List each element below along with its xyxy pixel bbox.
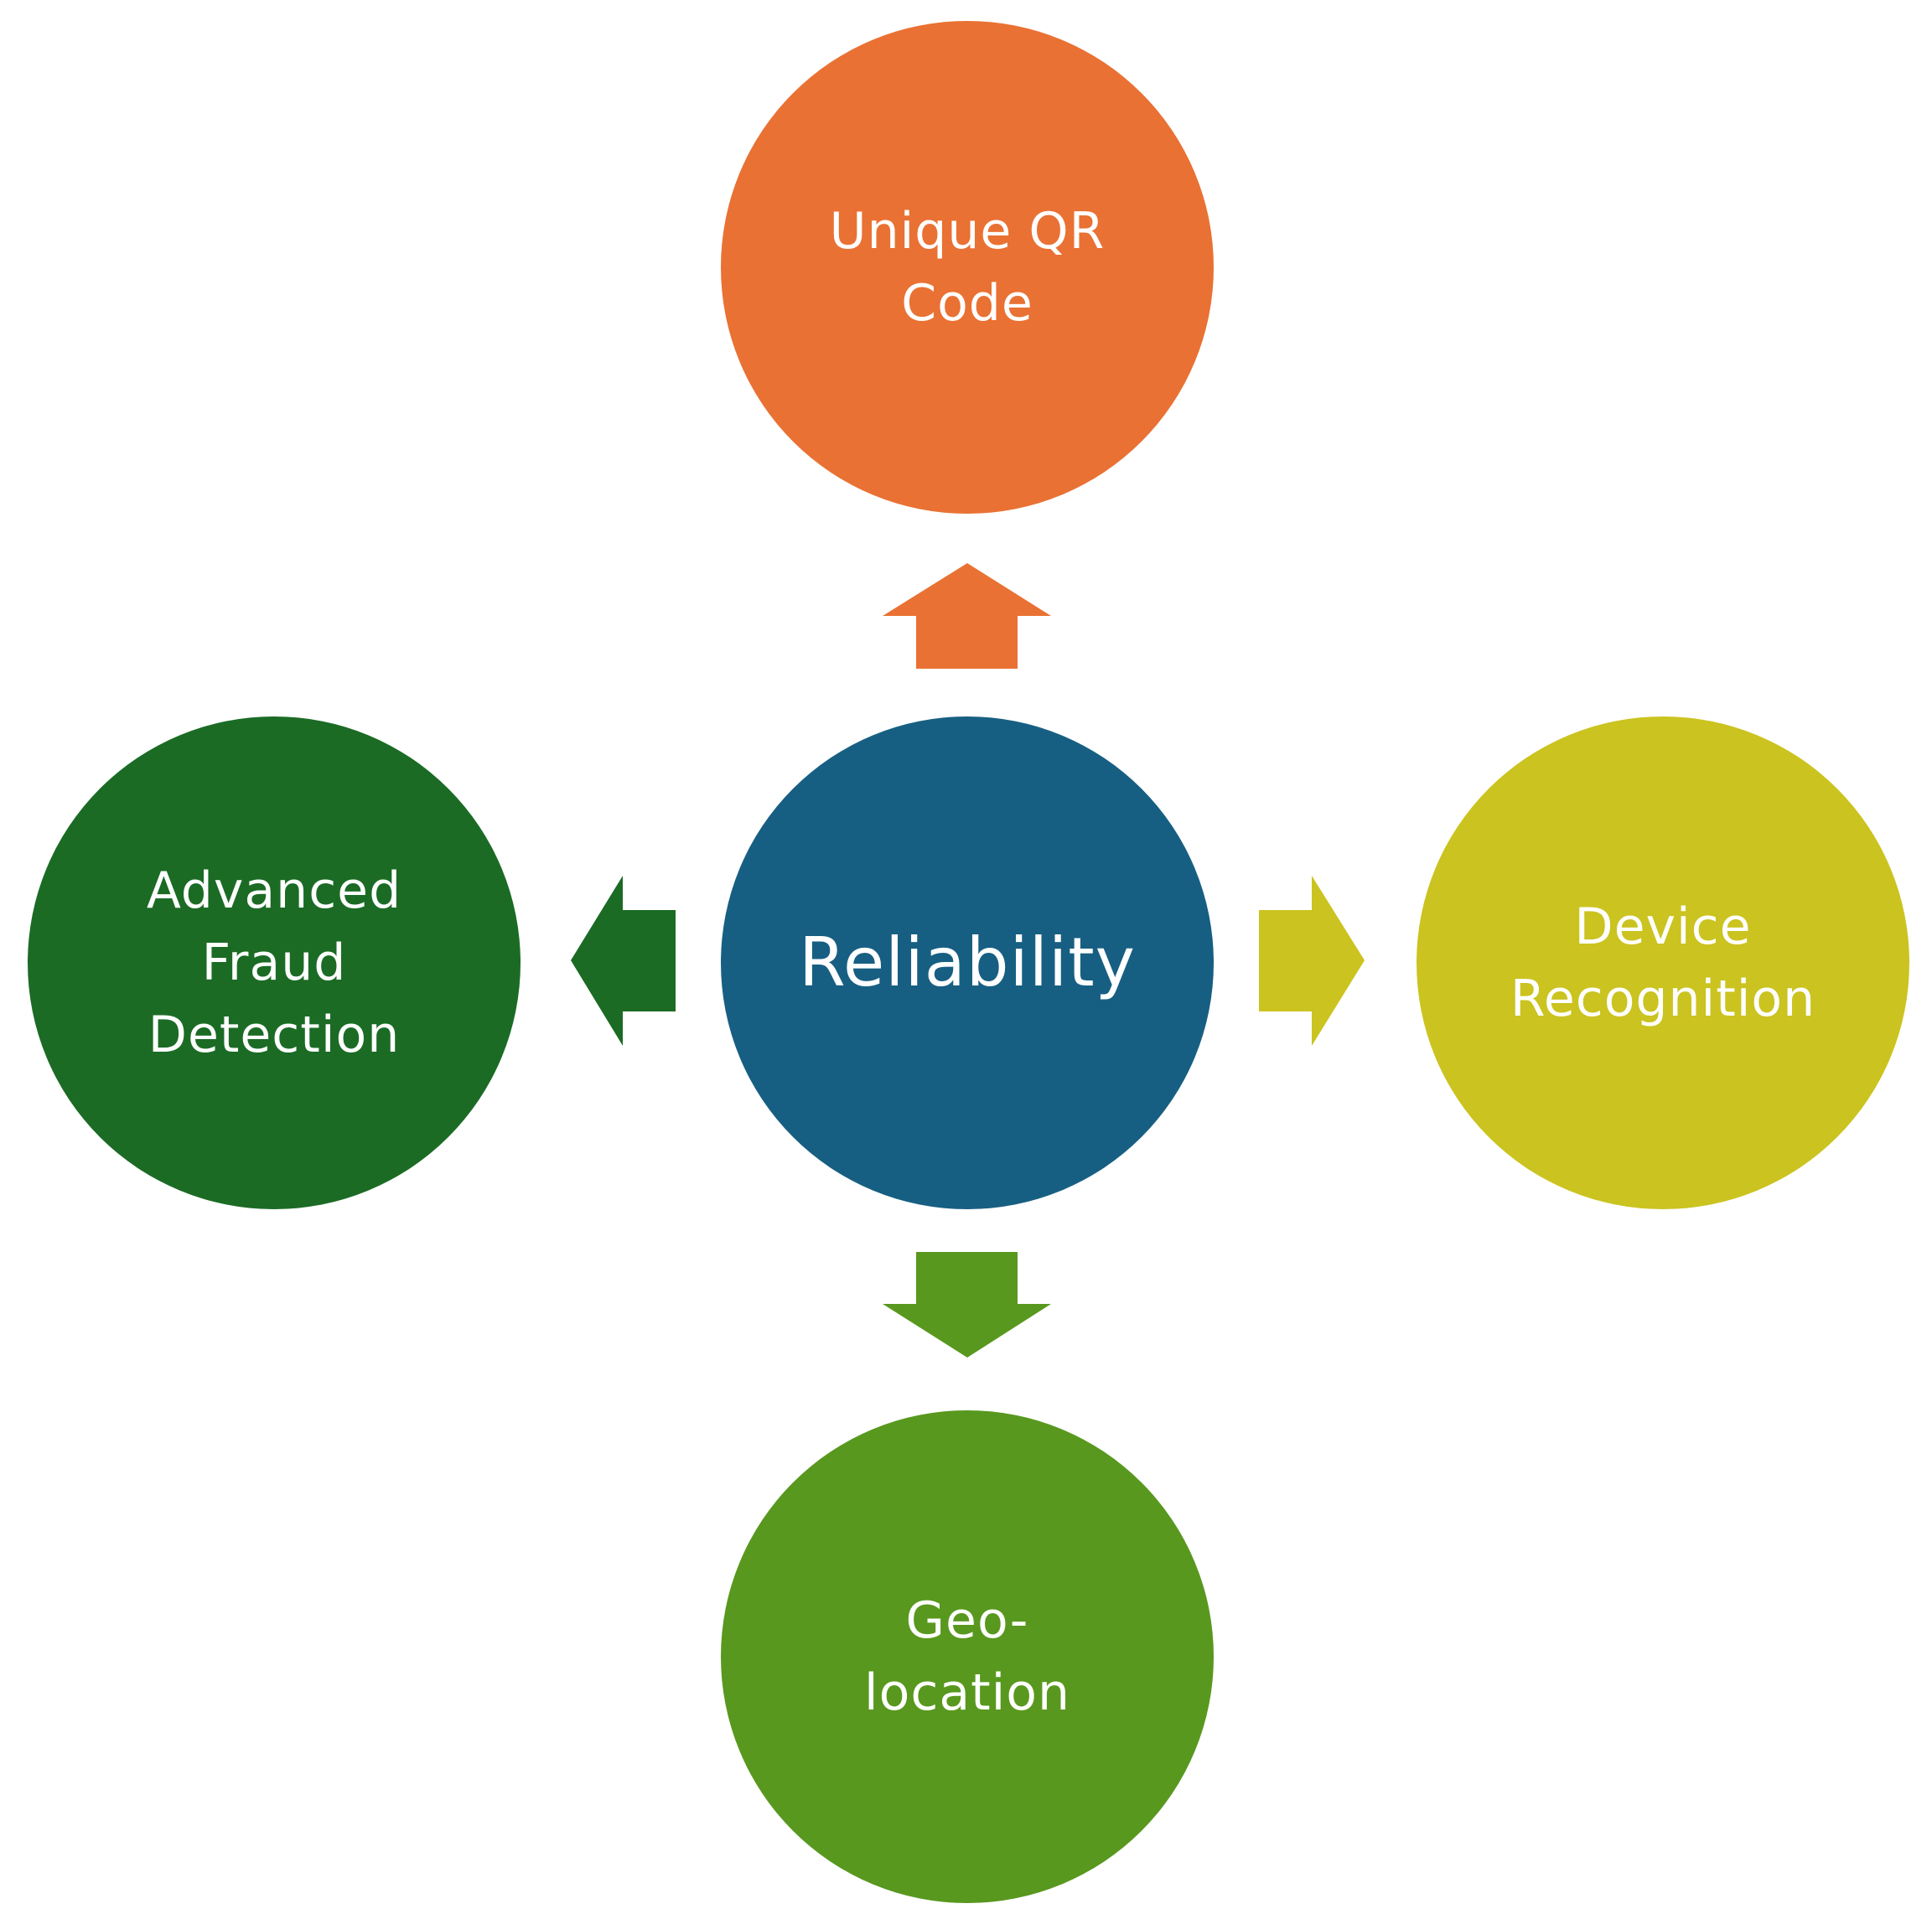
down-arrow-icon [883, 1252, 1051, 1358]
right-arrow-icon [1259, 876, 1365, 1046]
unique-qr-code-label: Unique QR Code [829, 202, 1106, 333]
up-arrow-icon [883, 563, 1051, 669]
advanced-fraud-detection-label: Advanced Fraud Detection [146, 861, 402, 1064]
reliability-node: Reliability [721, 716, 1214, 1209]
geo-location-node: Geo- location [721, 1410, 1214, 1903]
advanced-fraud-detection-node: Advanced Fraud Detection [28, 716, 521, 1209]
left-arrow-icon [571, 876, 676, 1046]
reliability-label: Reliability [799, 923, 1136, 1001]
geo-location-label: Geo- location [863, 1591, 1071, 1722]
device-recognition-label: Device Recognition [1510, 897, 1816, 1028]
device-recognition-node: Device Recognition [1417, 716, 1909, 1209]
unique-qr-code-node: Unique QR Code [721, 21, 1214, 514]
